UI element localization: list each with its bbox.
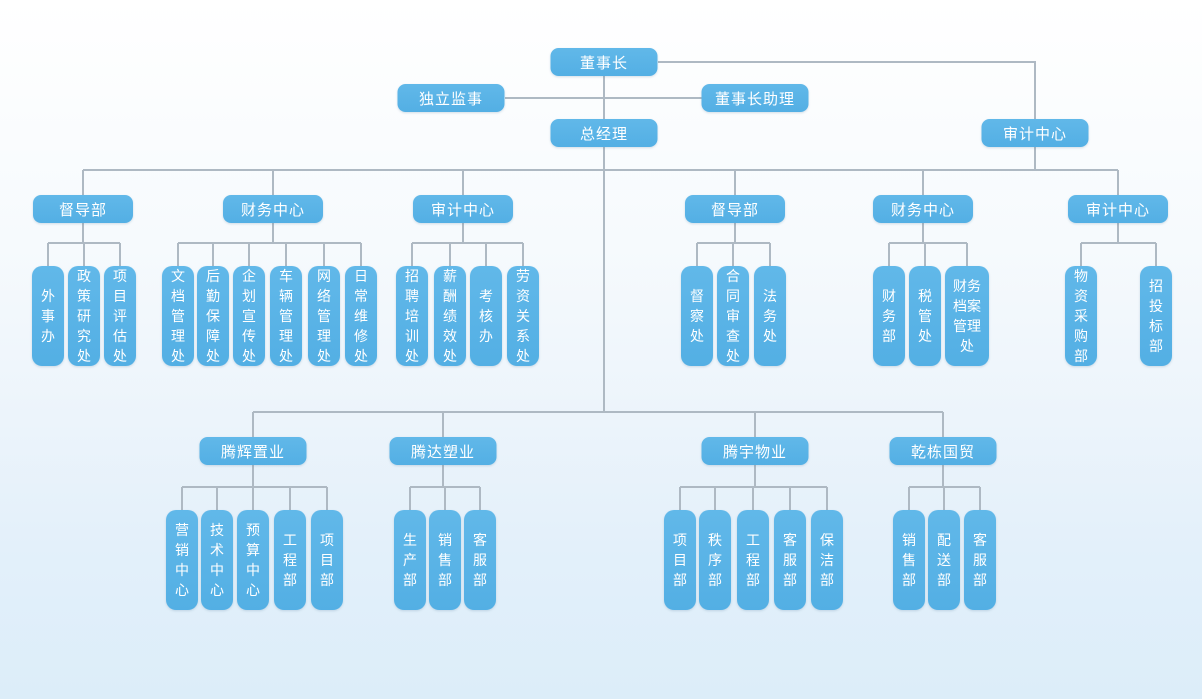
- office-box[interactable]: 网络管理处: [308, 266, 340, 366]
- office-box[interactable]: 考核办: [470, 266, 502, 366]
- office-box[interactable]: 招聘培训处: [396, 266, 428, 366]
- sub-dept-label: 项目部: [320, 532, 334, 588]
- office-box[interactable]: 税管处: [909, 266, 941, 366]
- sub-dept-label: 销售部: [902, 532, 916, 588]
- office-box[interactable]: 财务部: [873, 266, 905, 366]
- sub-dept-box[interactable]: 工程部: [737, 510, 769, 610]
- office-label: 后勤保障处: [206, 268, 220, 364]
- sub-dept-label: 客服部: [473, 532, 487, 588]
- office-box[interactable]: 文档管理处: [162, 266, 194, 366]
- office-box[interactable]: 劳资关系处: [507, 266, 539, 366]
- office-label: 文档管理处: [171, 268, 185, 364]
- node-independent-supervisor[interactable]: 独立监事: [397, 84, 505, 112]
- sub-dept-box[interactable]: 生产部: [394, 510, 426, 610]
- sub-dept-box[interactable]: 秩序部: [699, 510, 731, 610]
- office-box[interactable]: 招投标部: [1140, 266, 1172, 366]
- dept-box[interactable]: 督导部: [685, 195, 785, 223]
- office-label: 物资采购部: [1074, 268, 1088, 364]
- sub-dept-box[interactable]: 技术中心: [201, 510, 233, 610]
- office-label: 政策研究处: [77, 268, 91, 364]
- node-audit-center-top[interactable]: 审计中心: [981, 119, 1089, 147]
- sub-dept-box[interactable]: 保洁部: [811, 510, 843, 610]
- office-label: 财务档案管理处: [953, 278, 981, 354]
- sub-dept-label: 配送部: [937, 532, 951, 588]
- dept-box[interactable]: 财务中心: [873, 195, 973, 223]
- office-box[interactable]: 薪酬绩效处: [434, 266, 466, 366]
- sub-dept-box[interactable]: 客服部: [964, 510, 996, 610]
- office-box[interactable]: 车辆管理处: [270, 266, 302, 366]
- sub-dept-label: 客服部: [783, 532, 797, 588]
- office-label: 财务部: [882, 288, 896, 344]
- sub-dept-label: 技术中心: [210, 522, 224, 598]
- office-box[interactable]: 政策研究处: [68, 266, 100, 366]
- sub-dept-box[interactable]: 预算中心: [237, 510, 269, 610]
- office-label: 企划宣传处: [242, 268, 256, 364]
- office-label: 薪酬绩效处: [443, 268, 457, 364]
- sub-dept-box[interactable]: 客服部: [774, 510, 806, 610]
- office-label: 劳资关系处: [516, 268, 530, 364]
- office-box[interactable]: 财务档案管理处: [945, 266, 989, 366]
- office-label: 网络管理处: [317, 268, 331, 364]
- office-label: 税管处: [918, 288, 932, 344]
- sub-dept-label: 客服部: [973, 532, 987, 588]
- sub-dept-label: 生产部: [403, 532, 417, 588]
- dept-box[interactable]: 督导部: [33, 195, 133, 223]
- node-chairman[interactable]: 董事长: [550, 48, 658, 76]
- dept-box[interactable]: 审计中心: [1068, 195, 1168, 223]
- office-box[interactable]: 后勤保障处: [197, 266, 229, 366]
- office-box[interactable]: 日常维修处: [345, 266, 377, 366]
- sub-dept-box[interactable]: 项目部: [664, 510, 696, 610]
- sub-dept-label: 项目部: [673, 532, 687, 588]
- sub-dept-label: 秩序部: [708, 532, 722, 588]
- sub-dept-box[interactable]: 销售部: [893, 510, 925, 610]
- node-general-manager[interactable]: 总经理: [550, 119, 658, 147]
- sub-dept-box[interactable]: 配送部: [928, 510, 960, 610]
- office-label: 外事办: [41, 288, 55, 344]
- subsidiary-box[interactable]: 腾宇物业: [701, 437, 809, 465]
- office-label: 法务处: [763, 288, 777, 344]
- dept-box[interactable]: 财务中心: [223, 195, 323, 223]
- office-label: 督察处: [690, 288, 704, 344]
- dept-box[interactable]: 审计中心: [413, 195, 513, 223]
- office-box[interactable]: 项目评估处: [104, 266, 136, 366]
- subsidiary-box[interactable]: 腾辉置业: [199, 437, 307, 465]
- sub-dept-label: 工程部: [283, 532, 297, 588]
- sub-dept-label: 销售部: [438, 532, 452, 588]
- sub-dept-box[interactable]: 销售部: [429, 510, 461, 610]
- office-label: 招投标部: [1149, 278, 1163, 354]
- office-label: 合同审查处: [726, 268, 740, 364]
- sub-dept-label: 保洁部: [820, 532, 834, 588]
- office-box[interactable]: 外事办: [32, 266, 64, 366]
- office-box[interactable]: 合同审查处: [717, 266, 749, 366]
- sub-dept-box[interactable]: 营销中心: [166, 510, 198, 610]
- office-box[interactable]: 企划宣传处: [233, 266, 265, 366]
- office-label: 日常维修处: [354, 268, 368, 364]
- office-label: 车辆管理处: [279, 268, 293, 364]
- office-box[interactable]: 督察处: [681, 266, 713, 366]
- office-box[interactable]: 法务处: [754, 266, 786, 366]
- office-label: 考核办: [479, 288, 493, 344]
- office-label: 项目评估处: [113, 268, 127, 364]
- subsidiary-box[interactable]: 乾栋国贸: [889, 437, 997, 465]
- sub-dept-label: 预算中心: [246, 522, 260, 598]
- node-chairman-assistant[interactable]: 董事长助理: [701, 84, 809, 112]
- subsidiary-box[interactable]: 腾达塑业: [389, 437, 497, 465]
- sub-dept-label: 营销中心: [175, 522, 189, 598]
- sub-dept-box[interactable]: 客服部: [464, 510, 496, 610]
- office-label: 招聘培训处: [405, 268, 419, 364]
- sub-dept-box[interactable]: 项目部: [311, 510, 343, 610]
- sub-dept-label: 工程部: [746, 532, 760, 588]
- sub-dept-box[interactable]: 工程部: [274, 510, 306, 610]
- office-box[interactable]: 物资采购部: [1065, 266, 1097, 366]
